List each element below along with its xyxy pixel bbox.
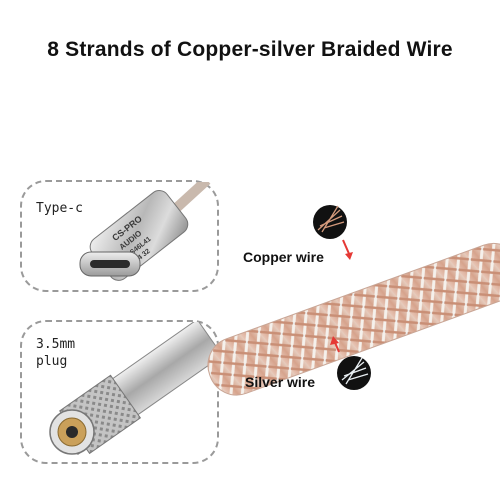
plug-label: 3.5mm plug [36, 336, 75, 370]
plug-label-size: 3.5mm [36, 337, 76, 352]
silver-strand-icon [330, 336, 371, 390]
plug-connector-box: 3.5mm plug [20, 320, 219, 464]
headline: 8 Strands of Copper-silver Braided Wire [47, 38, 453, 61]
silver-wire-label: Silver wire [245, 374, 316, 390]
copper-strand-icon [313, 205, 353, 260]
typec-connector-box: Type-c CS-PRO AUDIO CS46L41 384 32 [20, 180, 219, 292]
copper-wire-label: Copper wire [243, 249, 324, 265]
typec-label: Type-c [36, 201, 83, 216]
plug-label-word: plug [36, 354, 68, 369]
typec-connector-image: CS-PRO AUDIO CS46L41 384 32 [79, 182, 211, 281]
plug-connector-image [49, 322, 217, 455]
